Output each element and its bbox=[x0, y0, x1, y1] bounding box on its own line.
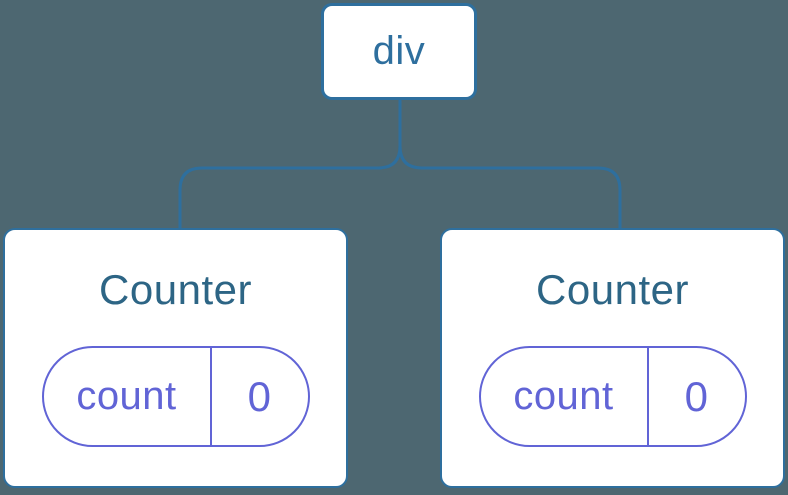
counter-right-state-key: count bbox=[513, 374, 614, 418]
connector-left-branch bbox=[178, 99, 402, 230]
counter-left-state-value-cell: 0 bbox=[212, 348, 308, 445]
counter-right-state-pill: count 0 bbox=[478, 346, 747, 447]
tree-node-counter-left: Counter count 0 bbox=[3, 228, 348, 488]
connector-right-branch bbox=[398, 99, 622, 230]
counter-left-state-value: 0 bbox=[247, 372, 272, 420]
counter-right-state-value-cell: 0 bbox=[649, 348, 745, 445]
counter-left-state-key: count bbox=[76, 374, 177, 418]
tree-node-div: div bbox=[321, 3, 477, 100]
counter-left-state-key-cell: count bbox=[44, 348, 212, 445]
counter-left-state-pill: count 0 bbox=[41, 346, 310, 447]
div-node-label: div bbox=[372, 29, 426, 73]
tree-node-counter-right: Counter count 0 bbox=[440, 228, 785, 488]
counter-right-state-value: 0 bbox=[684, 372, 709, 420]
counter-right-title: Counter bbox=[536, 266, 689, 313]
counter-right-state-key-cell: count bbox=[481, 348, 649, 445]
counter-left-title: Counter bbox=[99, 266, 252, 313]
